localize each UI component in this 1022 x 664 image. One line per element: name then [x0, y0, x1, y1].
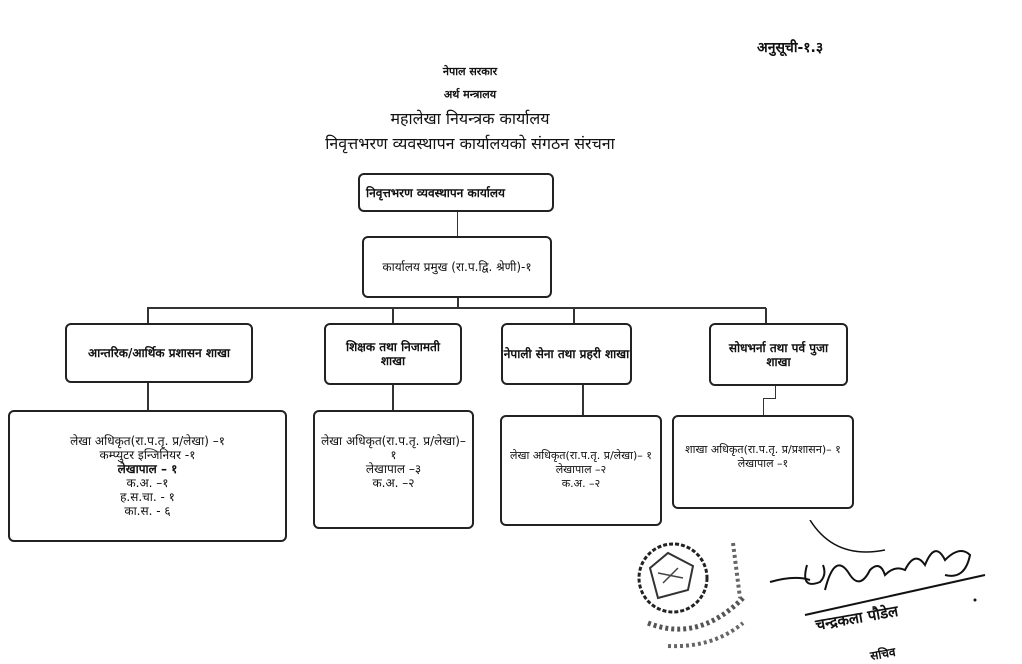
staff-item: लेखापाल –२ [555, 463, 607, 476]
staff-box-reimbursement: शाखा अधिकृत(रा.प.तृ. प्र/प्रशासन)– १ लेख… [672, 415, 854, 509]
connector [763, 398, 764, 415]
connector [582, 384, 584, 415]
branch-box-admin: आन्तरिक/आर्थिक प्रशासन शाखा [65, 323, 253, 383]
branch-bus-line [147, 307, 766, 309]
staff-item: क.अ. –१ [126, 476, 169, 490]
staff-item: कम्प्युटर इन्जिनियर -१ [99, 448, 196, 462]
staff-item: लेखापाल –३ [365, 461, 422, 476]
ministry-name: अर्थ मन्त्रालय [443, 88, 497, 101]
connector [763, 398, 776, 399]
office-head-box: कार्यालय प्रमुख (रा.प.द्वि. श्रेणी)-१ [362, 236, 552, 298]
connector [775, 385, 776, 399]
staff-item: लेखापाल –१ [737, 457, 789, 470]
connector [147, 308, 149, 323]
annex-label: अनुसूची-१.३ [757, 40, 824, 56]
connector [765, 308, 767, 323]
branch-box-reimbursement: सोधभर्ना तथा पर्व पुजा शाखा [709, 323, 848, 386]
official-stamp-seal [637, 542, 745, 649]
office-name: महालेखा नियन्त्रक कार्यालय [390, 109, 550, 128]
staff-item: लेखापाल – १ [117, 462, 178, 476]
staff-box-admin: लेखा अधिकृत(रा.प.तृ. प्र/लेखा) –१ कम्प्य… [8, 410, 287, 542]
connector [457, 211, 458, 236]
root-office-box: निवृत्तभरण व्यवस्थापन कार्यालय [358, 173, 554, 212]
staff-item: क.अ. –२ [372, 475, 415, 490]
page-title: निवृत्तभरण व्यवस्थापन कार्यालयको संगठन स… [325, 134, 615, 153]
staff-box-army-police: लेखा अधिकृत(रा.प.तृ. प्र/लेखा)– १ लेखापा… [500, 415, 662, 526]
staff-box-teacher-civil: लेखा अधिकृत(रा.प.तृ. प्र/लेखा)– १ लेखापा… [313, 410, 474, 529]
connector [457, 297, 459, 308]
staff-item: शाखा अधिकृत(रा.प.तृ. प्र/प्रशासन)– १ [685, 443, 841, 456]
staff-item: का.स. - ६ [124, 504, 171, 518]
staff-item: क.अ. –२ [561, 477, 601, 490]
connector [392, 384, 394, 410]
staff-item: ह.स.चा. - १ [120, 490, 175, 504]
staff-item: लेखा अधिकृत(रा.प.तृ. प्र/लेखा)– १ [321, 433, 466, 462]
staff-item: लेखा अधिकृत(रा.प.तृ. प्र/लेखा) –१ [70, 434, 225, 448]
connector [392, 308, 394, 323]
branch-box-army-police: नेपाली सेना तथा प्रहरी शाखा [501, 323, 632, 385]
government-name: नेपाल सरकार [442, 65, 498, 78]
staff-item: लेखा अधिकृत(रा.प.तृ. प्र/लेखा)– १ [510, 449, 652, 462]
connector [573, 308, 575, 323]
connector [147, 382, 149, 410]
branch-box-teacher-civil: शिक्षक तथा निजामती शाखा [324, 323, 462, 385]
signature [769, 520, 986, 616]
